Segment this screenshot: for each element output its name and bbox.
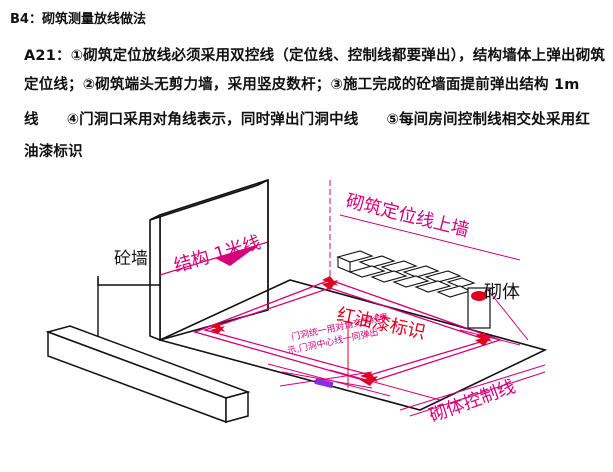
paragraph-line-3-c: ⑤每间房间控制线相交处采用红 bbox=[386, 112, 591, 128]
control-leader-3 bbox=[329, 369, 441, 401]
section-heading: B4：砌筑测量放线做法 bbox=[10, 12, 146, 27]
label-concrete-wall: 砼墙 bbox=[114, 249, 148, 269]
masonry-layout-diagram: 结构 1米线 bbox=[45, 178, 548, 427]
paragraph-line-4: 油漆标识 bbox=[24, 144, 83, 160]
positioning-leader-line bbox=[339, 214, 521, 261]
door-center-marker bbox=[314, 378, 334, 389]
paragraph-line-3-b: ④门洞口采用对角线表示，同时弹出门洞中线 bbox=[66, 112, 359, 128]
paragraph-line-3: 线 ④门洞口采用对角线表示，同时弹出门洞中线 ⑤每间房间控制线相交处采用红 bbox=[24, 108, 590, 129]
masonry-pillar bbox=[459, 287, 529, 346]
control-leader-1 bbox=[399, 364, 546, 411]
control-leader-2 bbox=[409, 371, 546, 417]
structure-1m-line bbox=[159, 241, 269, 276]
masonry-blocks bbox=[336, 250, 476, 298]
floor-outline bbox=[159, 279, 548, 411]
door-diagonal-lines bbox=[267, 363, 391, 397]
label-masonry-positioning: 砌筑定位线上墙 bbox=[344, 190, 471, 241]
paragraph-line-2: 定位线；②砌筑端头无剪力墙，采用竖皮数杆；③施工完成的砼墙面提前弹出结构 1m bbox=[24, 77, 580, 93]
label-masonry: 砌体 bbox=[484, 282, 520, 303]
foreground-beam bbox=[45, 325, 251, 424]
paragraph-line-3-a: 线 bbox=[24, 112, 39, 128]
label-masonry-control: 砌体控制线 bbox=[427, 376, 519, 427]
paragraph-line-1: A21：①砌筑定位放线必须采用双控线（定位线、控制线都要弹出），结构墙体上弹出砌… bbox=[24, 48, 606, 64]
concrete-wall bbox=[149, 178, 269, 342]
